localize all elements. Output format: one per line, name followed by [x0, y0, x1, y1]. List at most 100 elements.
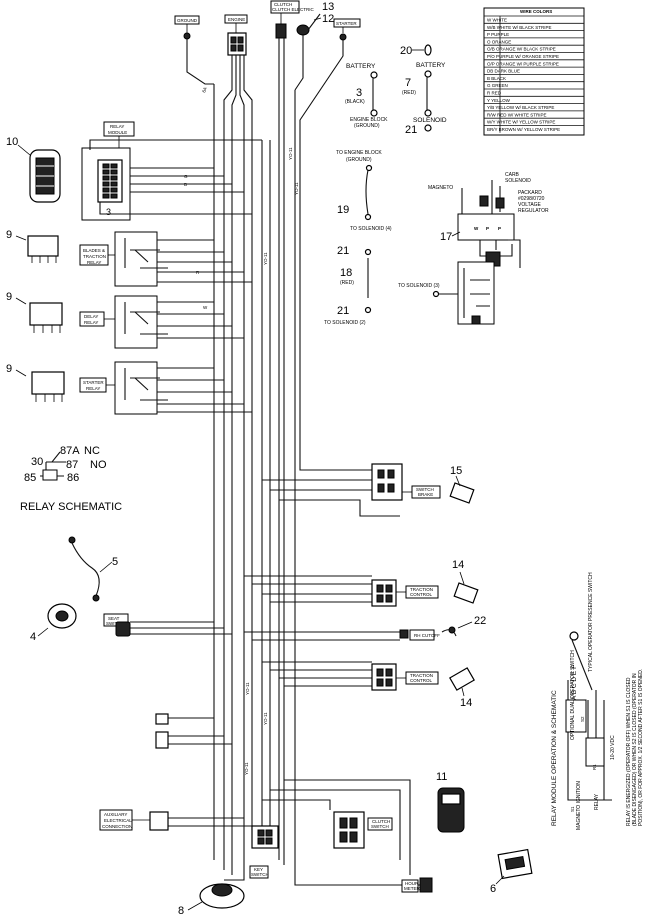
- main-harness: [89, 84, 420, 886]
- svg-text:SWITCH: SWITCH: [416, 487, 434, 492]
- module-schematic: RELAY MODULE OPERATION & SCHEMATIC A B C…: [551, 572, 644, 830]
- callout-9a: 9: [6, 229, 12, 241]
- callout-19: 19: [337, 204, 349, 216]
- svg-text:YO-11: YO-11: [263, 252, 268, 265]
- red-label: (RED): [402, 90, 416, 96]
- callout-9b: 9: [6, 291, 12, 303]
- svg-text:YO-11: YO-11: [294, 182, 299, 195]
- wire-color-row: O/P ORANGE W/ PURPLE STRIPE: [487, 61, 559, 66]
- wire-colors-table: WIRE COLORS W WHITE W/B WHITE W/ BLACK ST…: [483, 7, 585, 136]
- volts-label: 10-20 VDC: [610, 735, 616, 760]
- svg-text:(GROUND): (GROUND): [346, 157, 372, 163]
- callout-21b: 21: [337, 245, 349, 257]
- relay-label-ms: RELAY: [594, 793, 600, 810]
- rs-no: NO: [90, 459, 107, 471]
- svg-text:AUXILIARY: AUXILIARY: [104, 812, 127, 817]
- callout-21a: 21: [405, 124, 417, 136]
- svg-text:SEAT: SEAT: [108, 616, 120, 621]
- wire-color-row: W WHITE: [487, 18, 507, 23]
- wire-color-row: Y/B YELLOW W/ BLACK STRIPE: [487, 105, 554, 110]
- traction-control-upper: TRACTION CONTROL 14: [371, 559, 479, 607]
- svg-text:W: W: [474, 226, 479, 231]
- svg-text:(GROUND): (GROUND): [354, 123, 380, 129]
- hour-meter-group: HOUR METER 6: [401, 848, 533, 895]
- svg-text:CONTROL: CONTROL: [410, 592, 432, 597]
- svg-text:TRACTION: TRACTION: [410, 587, 433, 592]
- svg-text:RH CUTOFF: RH CUTOFF: [414, 633, 440, 638]
- svg-text:P: P: [498, 226, 501, 231]
- callout-18: 18: [340, 267, 352, 279]
- center-wiring: TO ENGINE BLOCK (GROUND) 19 TO SOLENOID …: [324, 150, 392, 326]
- wire-color-row: B BLACK: [487, 76, 506, 81]
- wire-color-row: W/B WHITE W/ BLACK STRIPE: [487, 25, 552, 30]
- relay-module-pin: [110, 163, 118, 169]
- packard-part: #0298/0720: [518, 196, 545, 202]
- relay-module-pin: [110, 175, 118, 181]
- svg-text:DELAY: DELAY: [84, 314, 98, 319]
- regulator-label: REGULATOR: [518, 208, 549, 214]
- brake-switch-group: SWITCH BRAKE 15: [371, 463, 475, 504]
- engine-connector: ENGINE: [223, 14, 253, 175]
- magneto-ignition: MAGNETO IGNITION: [576, 781, 582, 830]
- relay-schematic-title: RELAY SCHEMATIC: [20, 501, 122, 513]
- to-solenoid-2: TO SOLENOID (2): [324, 320, 366, 326]
- relay-module-pin: [102, 175, 110, 181]
- callout-3-rm: 3: [106, 207, 111, 217]
- svg-text:CONTROL: CONTROL: [410, 678, 432, 683]
- component-11: 11: [436, 771, 465, 833]
- starter-connector: STARTER: [299, 18, 361, 180]
- callout-9c: 9: [6, 363, 12, 375]
- ground-label: GROUND: [177, 18, 198, 23]
- relay-module-pin: [102, 169, 110, 175]
- callout-3: 3: [356, 87, 362, 99]
- rs-86: 86: [67, 472, 79, 484]
- svg-text:B: B: [184, 182, 187, 187]
- callout-17: 17: [440, 231, 452, 243]
- svg-text:BRAKE: BRAKE: [418, 492, 433, 497]
- starter-label: STARTER: [336, 21, 357, 26]
- svg-text:SWITCH: SWITCH: [371, 824, 389, 829]
- engine-label: ENGINE: [228, 17, 245, 22]
- svg-text:S2: S2: [580, 716, 585, 722]
- wire-color-row: DB DARK BLUE: [487, 69, 520, 74]
- svg-text:SWITCH: SWITCH: [106, 621, 124, 626]
- battery-label-left: BATTERY: [346, 63, 376, 70]
- wire-color-row: O/B ORANGE W/ BLACK STRIPE: [487, 47, 556, 52]
- callout-14a: 14: [452, 559, 464, 571]
- rs-87a: 87A: [60, 445, 80, 457]
- svg-text:RELAY: RELAY: [86, 386, 100, 391]
- battery-label-right: BATTERY: [416, 62, 446, 69]
- wire-color-row: P/O PURPLE W/ ORANGE STRIPE: [487, 54, 559, 59]
- svg-text:CLUTCH: CLUTCH: [274, 2, 292, 7]
- solenoid-label: SOLENOID: [413, 117, 447, 124]
- wire-color-row: R/W RED W/ WHITE STRIPE: [487, 112, 547, 117]
- optional-dual: OPTIONAL DUAL OPERATOR SWITCH: [570, 650, 576, 740]
- black-label: (BLACK): [345, 99, 365, 105]
- relay-delay: 9 DELAY RELAY: [6, 291, 168, 349]
- wire-color-row: P PURPLE: [487, 32, 509, 37]
- svg-text:HOUR: HOUR: [405, 881, 419, 886]
- relay-starter: 9 STARTER RELAY: [6, 361, 168, 415]
- voltage-label: VOLTAGE: [518, 202, 542, 208]
- relay-module-pin: [110, 181, 118, 187]
- svg-text:YO-11: YO-11: [263, 712, 268, 725]
- to-solenoid-4: TO SOLENOID (4): [350, 226, 392, 232]
- callout-7: 7: [405, 77, 411, 89]
- rs-85: 85: [24, 472, 36, 484]
- svg-text:G: G: [184, 174, 188, 179]
- rs-nc: NC: [84, 445, 100, 457]
- callout-4: 4: [30, 631, 36, 643]
- svg-text:S1: S1: [570, 806, 575, 812]
- relay-module-pin: [110, 169, 118, 175]
- wire-color-row: O ORANGE: [487, 39, 511, 44]
- connector-16: [155, 713, 169, 749]
- wire-colors-title: WIRE COLORS: [520, 9, 552, 14]
- clutch-switch-group: CLUTCH SWITCH: [333, 811, 393, 849]
- clutch-label: CLUTCH ELECTRIC: [272, 7, 315, 12]
- callout-20: 20: [400, 45, 412, 57]
- svg-text:RELAY: RELAY: [84, 320, 98, 325]
- svg-text:TRACTION: TRACTION: [410, 673, 433, 678]
- svg-text:CARB: CARB: [505, 172, 520, 178]
- callout-6: 6: [490, 883, 496, 895]
